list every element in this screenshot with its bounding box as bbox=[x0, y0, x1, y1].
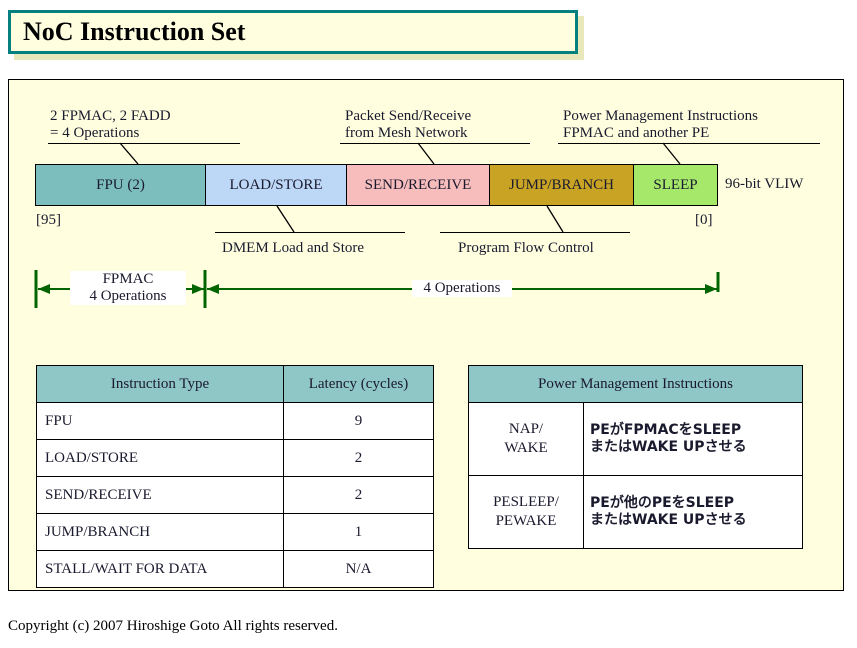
power-row-desc-line1: PEがFPMACをSLEEP bbox=[590, 422, 742, 438]
segment-sleep[interactable]: SLEEP bbox=[633, 164, 718, 206]
callout-fpu-underline bbox=[48, 143, 240, 144]
latency-row-name: SEND/RECEIVE bbox=[35, 476, 285, 514]
latency-table: Instruction Type Latency (cycles) FPU 9 … bbox=[35, 365, 434, 588]
title-box: NoC Instruction Set bbox=[8, 10, 578, 54]
callout-sendrecv: Packet Send/Receive from Mesh Network bbox=[345, 108, 471, 142]
segment-send-receive[interactable]: SEND/RECEIVE bbox=[346, 164, 490, 206]
power-row-key: PESLEEP/ PEWAKE bbox=[468, 475, 584, 549]
latency-row-name: FPU bbox=[35, 402, 285, 440]
page-title: NoC Instruction Set bbox=[23, 17, 246, 46]
callout-power-underline bbox=[558, 143, 820, 144]
power-row-desc-line2: またはWAKE UPさせる bbox=[590, 439, 747, 455]
power-row-key-line1: NAP/ bbox=[508, 421, 544, 437]
span-label-right: 4 Operations bbox=[412, 280, 512, 297]
callout-power-line1: Power Management Instructions bbox=[563, 108, 758, 124]
table-row: LOAD/STORE 2 bbox=[35, 439, 434, 477]
table-row: NAP/ WAKE PEがFPMACをSLEEP またはWAKE UPさせる bbox=[468, 402, 803, 476]
callout-power: Power Management Instructions FPMAC and … bbox=[563, 108, 758, 142]
power-row-key-line1: PESLEEP/ bbox=[493, 494, 559, 510]
latency-row-name: STALL/WAIT FOR DATA bbox=[35, 550, 285, 588]
latency-header-cycles: Latency (cycles) bbox=[283, 365, 434, 403]
latency-row-value: 2 bbox=[283, 439, 434, 477]
table-row: PESLEEP/ PEWAKE PEが他のPEをSLEEP またはWAKE UP… bbox=[468, 475, 803, 549]
callout-sendrecv-line2: from Mesh Network bbox=[345, 125, 468, 141]
table-row: STALL/WAIT FOR DATA N/A bbox=[35, 550, 434, 588]
latency-row-value: 1 bbox=[283, 513, 434, 551]
callout-pfc-overline bbox=[440, 232, 630, 233]
latency-header-type: Instruction Type bbox=[35, 365, 285, 403]
power-row-desc: PEがFPMACをSLEEP またはWAKE UPさせる bbox=[583, 402, 803, 476]
bit-index-high: [95] bbox=[36, 212, 61, 228]
table-header-row: Instruction Type Latency (cycles) bbox=[35, 365, 434, 403]
power-row-key-line2: WAKE bbox=[504, 440, 548, 456]
table-row: SEND/RECEIVE 2 bbox=[35, 476, 434, 514]
segment-load-store[interactable]: LOAD/STORE bbox=[205, 164, 347, 206]
table-header-row: Power Management Instructions bbox=[468, 365, 803, 403]
latency-row-name: JUMP/BRANCH bbox=[35, 513, 285, 551]
segment-fpu-label: FPU (2) bbox=[96, 176, 145, 193]
span-label-left-line2: 4 Operations bbox=[89, 288, 167, 304]
segment-fpu[interactable]: FPU (2) bbox=[35, 164, 206, 206]
callout-sendrecv-line1: Packet Send/Receive bbox=[345, 108, 472, 124]
power-row-desc-line1: PEが他のPEをSLEEP bbox=[590, 495, 735, 511]
span-label-right-line1: 4 Operations bbox=[423, 280, 501, 296]
callout-fpu: 2 FPMAC, 2 FADD = 4 Operations bbox=[50, 108, 171, 142]
latency-row-value: 2 bbox=[283, 476, 434, 514]
callout-power-line2: FPMAC and another PE bbox=[563, 125, 710, 141]
callout-pfc-text: Program Flow Control bbox=[458, 240, 594, 256]
table-row: JUMP/BRANCH 1 bbox=[35, 513, 434, 551]
power-table-header: Power Management Instructions bbox=[468, 365, 803, 403]
vliw-width-label: 96-bit VLIW bbox=[725, 176, 804, 192]
callout-dmem: DMEM Load and Store bbox=[222, 240, 364, 257]
callout-dmem-text: DMEM Load and Store bbox=[222, 240, 365, 256]
table-row: FPU 9 bbox=[35, 402, 434, 440]
span-label-left: FPMAC 4 Operations bbox=[70, 271, 186, 305]
segment-jump-branch[interactable]: JUMP/BRANCH bbox=[489, 164, 634, 206]
callout-dmem-overline bbox=[215, 232, 405, 233]
segment-load-store-label: LOAD/STORE bbox=[229, 176, 323, 193]
power-row-desc-line2: またはWAKE UPさせる bbox=[590, 512, 747, 528]
bit-index-low: [0] bbox=[695, 212, 713, 228]
power-row-key: NAP/ WAKE bbox=[468, 402, 584, 476]
copyright-text: Copyright (c) 2007 Hiroshige Goto All ri… bbox=[8, 618, 338, 634]
span-label-left-line1: FPMAC bbox=[102, 271, 154, 287]
power-row-key-line2: PEWAKE bbox=[495, 513, 557, 529]
power-management-table: Power Management Instructions NAP/ WAKE … bbox=[468, 365, 803, 549]
callout-fpu-line2: = 4 Operations bbox=[50, 125, 140, 141]
segment-send-receive-label: SEND/RECEIVE bbox=[364, 176, 472, 193]
callout-sendrecv-underline bbox=[340, 143, 530, 144]
latency-row-value: 9 bbox=[283, 402, 434, 440]
latency-row-value: N/A bbox=[283, 550, 434, 588]
callout-fpu-line1: 2 FPMAC, 2 FADD bbox=[50, 108, 171, 124]
power-row-desc: PEが他のPEをSLEEP またはWAKE UPさせる bbox=[583, 475, 803, 549]
segment-sleep-label: SLEEP bbox=[653, 176, 698, 193]
callout-pfc: Program Flow Control bbox=[458, 240, 594, 257]
latency-row-name: LOAD/STORE bbox=[35, 439, 285, 477]
segment-jump-branch-label: JUMP/BRANCH bbox=[508, 176, 615, 193]
